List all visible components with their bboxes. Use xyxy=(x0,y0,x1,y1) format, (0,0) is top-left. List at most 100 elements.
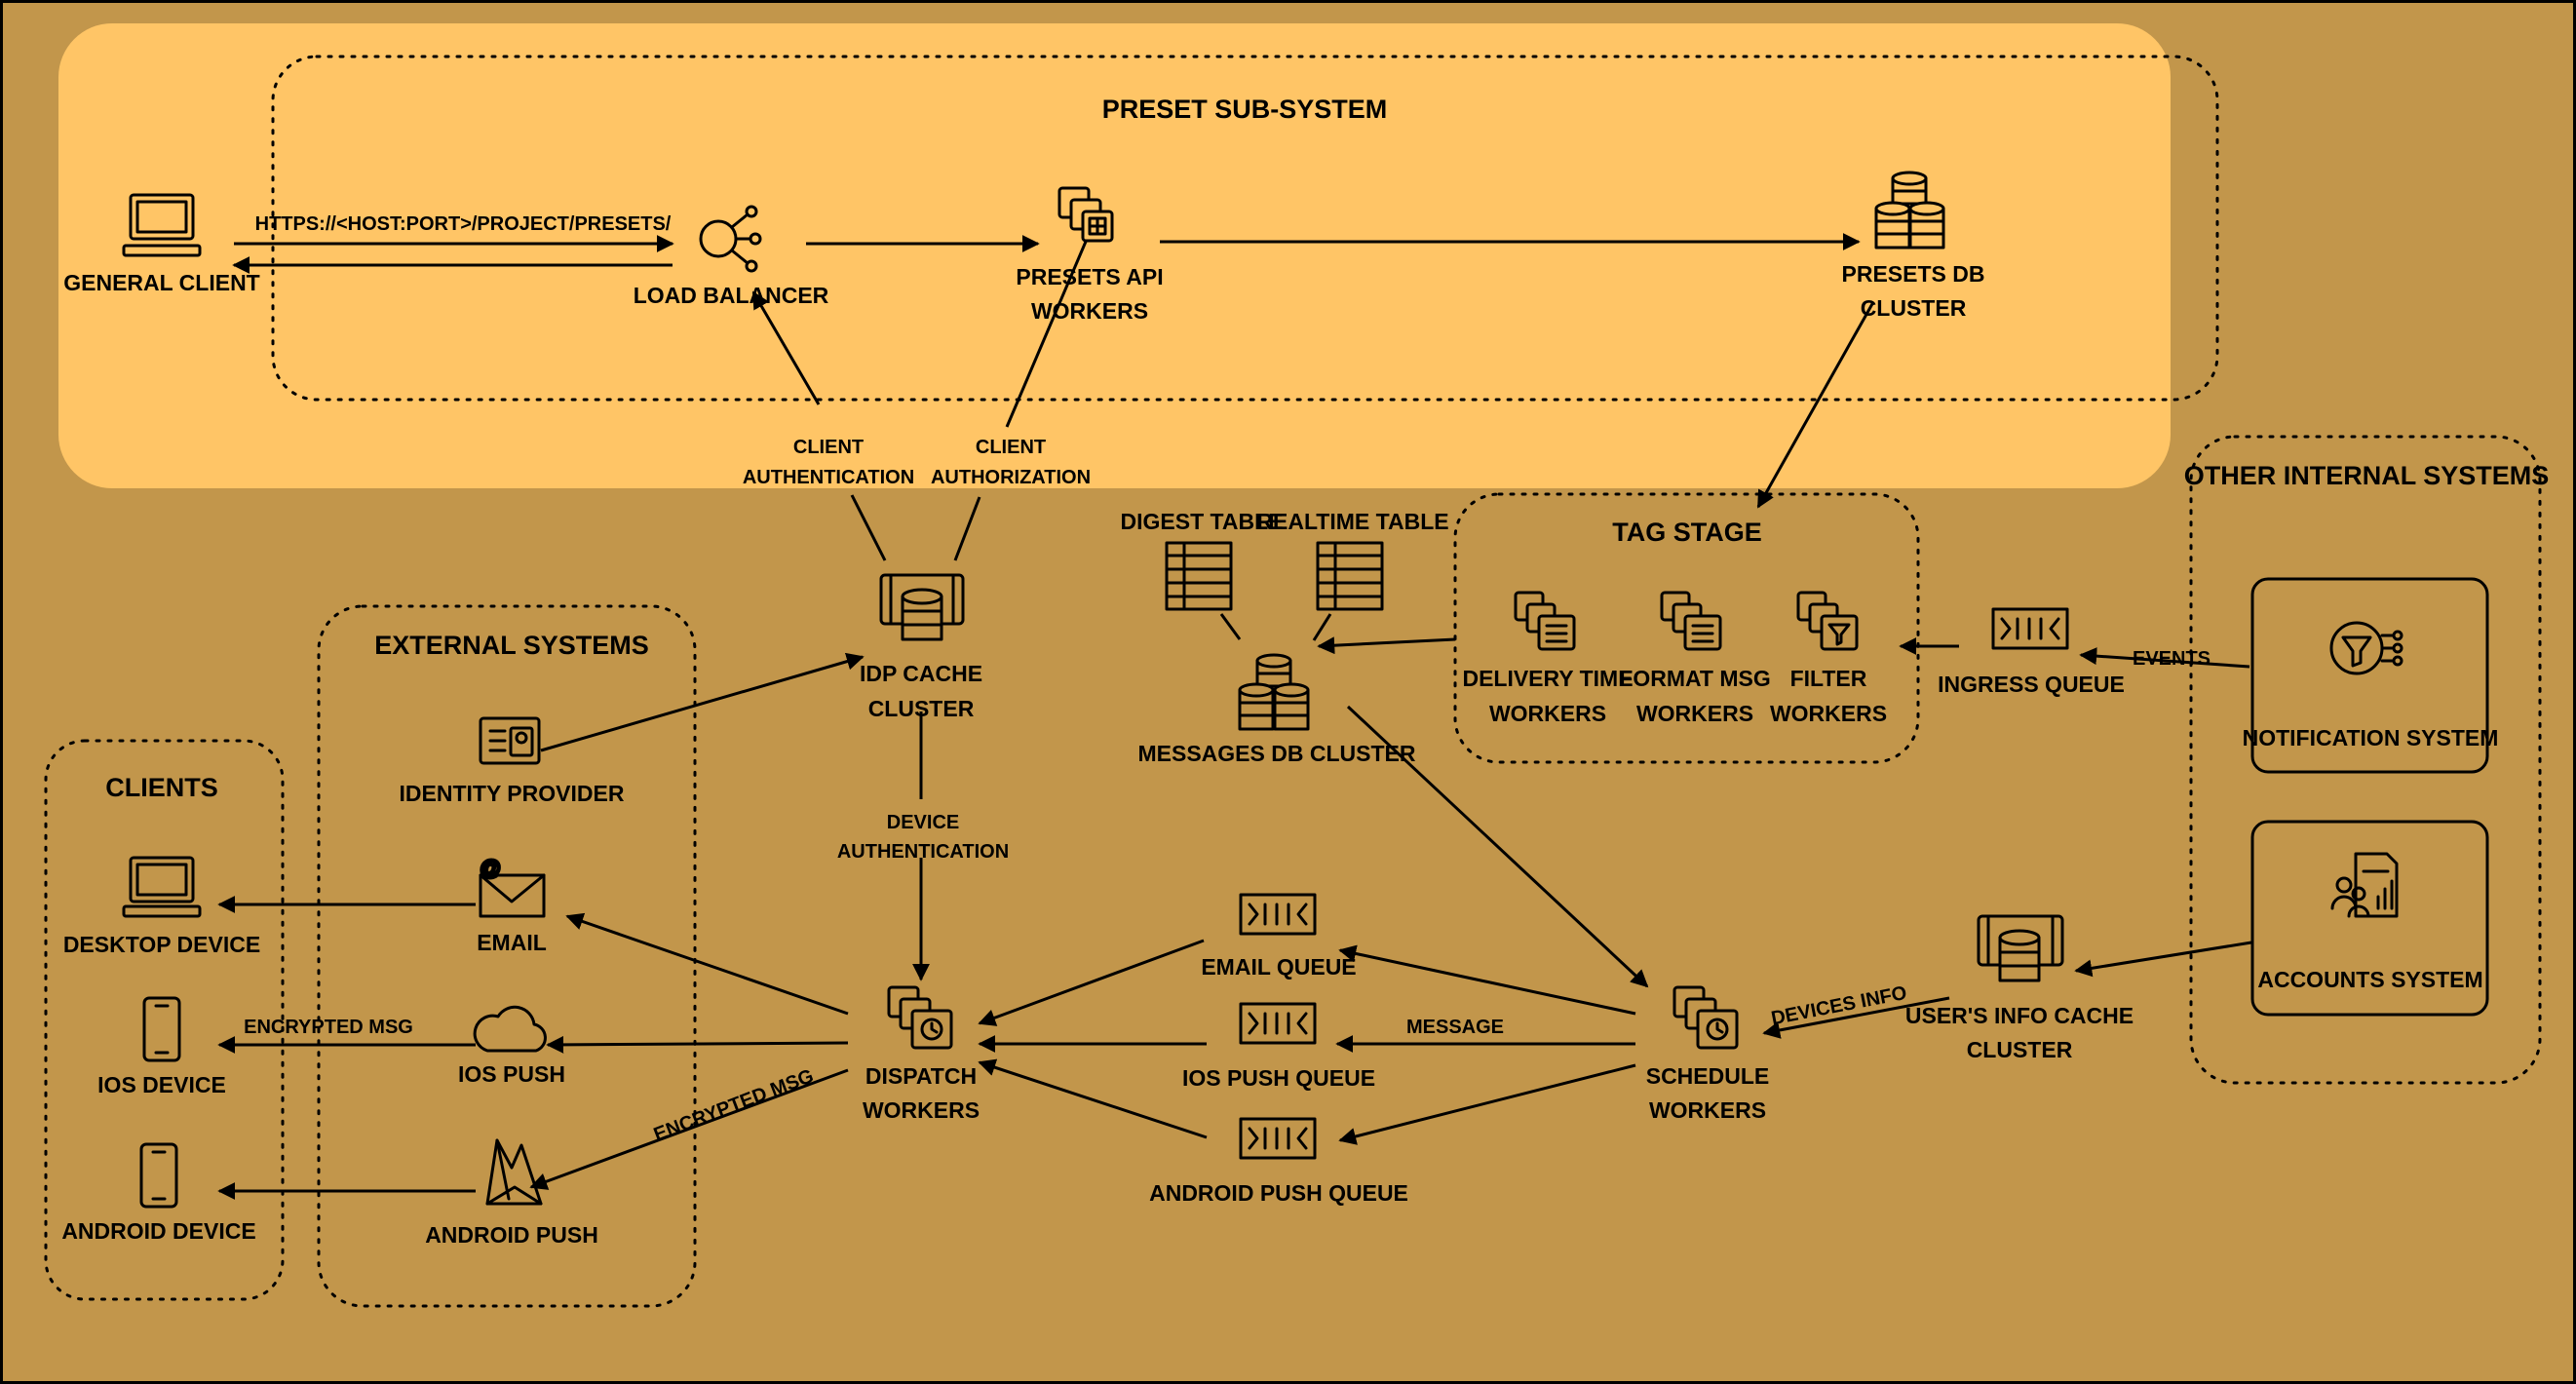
laptop-icon xyxy=(122,856,202,918)
workers-icon xyxy=(1057,186,1114,243)
load-balancer-node: LOAD BALANCER xyxy=(634,205,829,308)
edges xyxy=(217,214,2252,1200)
cloud-icon xyxy=(473,1005,547,1053)
client-authentication-label-1: CLIENT xyxy=(793,437,864,458)
presets-api-workers-node: PRESETS API WORKERS xyxy=(1016,186,1164,324)
users-info-label-1: USER'S INFO CACHE xyxy=(1905,1003,2134,1028)
workers-icon xyxy=(887,985,953,1050)
ingress-queue-label: INGRESS QUEUE xyxy=(1938,672,2125,697)
identity-provider-node: IDENTITY PROVIDER xyxy=(400,716,625,806)
preset-subsystem-title: PRESET SUB-SYSTEM xyxy=(1102,95,1388,124)
message-label: MESSAGE xyxy=(1406,1017,1504,1038)
realtime-table-label: REALTIME TABLE xyxy=(1256,509,1448,534)
external-systems-group xyxy=(317,604,697,1308)
email-label: EMAIL xyxy=(477,930,547,955)
smartphone-icon xyxy=(139,1142,178,1209)
load-balancer-label: LOAD BALANCER xyxy=(634,283,829,308)
laptop-icon xyxy=(122,193,202,257)
notification-system-box xyxy=(2250,577,2489,774)
encrypted-msg-ios-label: ENCRYPTED MSG xyxy=(244,1017,413,1038)
general-client-label: GENERAL CLIENT xyxy=(63,270,259,295)
clients-title: CLIENTS xyxy=(105,773,218,802)
database-cluster-icon xyxy=(1874,171,1945,250)
device-authentication-label-2: AUTHENTICATION xyxy=(837,841,1009,863)
email-queue-node: EMAIL QUEUE xyxy=(1201,893,1357,980)
ios-push-node: IOS PUSH xyxy=(458,1005,565,1087)
delivery-time-workers-node: DELIVERY TIME WORKERS xyxy=(1462,591,1634,726)
svg-text:@: @ xyxy=(480,856,501,880)
users-info-cache-cluster-node: USER'S INFO CACHE CLUSTER xyxy=(1905,914,2134,1062)
encrypted-msg-android-label: ENCRYPTED MSG xyxy=(651,1065,817,1146)
general-client-node: GENERAL CLIENT xyxy=(63,193,260,295)
id-card-icon xyxy=(479,716,541,765)
dispatch-label-1: DISPATCH xyxy=(865,1063,977,1089)
events-label: EVENTS xyxy=(2133,648,2211,670)
schedule-label-2: WORKERS xyxy=(1649,1097,1766,1123)
ios-push-queue-node: IOS PUSH QUEUE xyxy=(1182,1002,1375,1091)
workers-icon xyxy=(1796,591,1859,651)
presets-db-cluster-node: PRESETS DB CLUSTER xyxy=(1842,171,1985,321)
android-push-queue-label: ANDROID PUSH QUEUE xyxy=(1149,1180,1408,1206)
accounts-system-node: ACCOUNTS SYSTEM xyxy=(2250,820,2489,1017)
smartphone-icon xyxy=(142,996,181,1062)
presets-api-label-1: PRESETS API xyxy=(1016,264,1163,289)
digest-table-label: DIGEST TABLE xyxy=(1121,509,1284,534)
accounts-system-box xyxy=(2250,820,2489,1017)
queue-icon xyxy=(1239,1002,1317,1045)
queue-icon xyxy=(1239,1117,1317,1160)
cache-cluster-icon xyxy=(1977,914,2064,982)
notification-system-label: NOTIFICATION SYSTEM xyxy=(2243,725,2499,750)
filter-funnel-icon xyxy=(2329,621,2403,675)
android-push-queue-node: ANDROID PUSH QUEUE xyxy=(1149,1117,1408,1206)
workers-icon xyxy=(1660,591,1722,651)
other-internal-systems-title: OTHER INTERNAL SYSTEMS xyxy=(2184,461,2550,490)
delivery-time-label-1: DELIVERY TIME xyxy=(1462,666,1633,691)
accounts-system-label: ACCOUNTS SYSTEM xyxy=(2257,967,2482,992)
ios-push-queue-label: IOS PUSH QUEUE xyxy=(1182,1065,1375,1091)
delivery-time-label-2: WORKERS xyxy=(1489,701,1606,726)
queue-icon xyxy=(1239,893,1317,936)
ingress-queue-node: INGRESS QUEUE xyxy=(1938,607,2125,697)
firebase-icon xyxy=(485,1138,543,1206)
table-icon xyxy=(1165,541,1233,611)
https-url-label: HTTPS://<HOST:PORT>/PROJECT/PRESETS/ xyxy=(255,213,672,235)
devices-info-label: DEVICES INFO xyxy=(1769,982,1908,1030)
idp-cache-label-1: IDP CACHE xyxy=(860,661,982,686)
dispatch-label-2: WORKERS xyxy=(863,1097,980,1123)
ios-device-node: IOS DEVICE xyxy=(97,996,226,1097)
ios-device-label: IOS DEVICE xyxy=(97,1072,226,1097)
filter-label-1: FILTER xyxy=(1790,666,1867,691)
users-info-label-2: CLUSTER xyxy=(1967,1037,2073,1062)
desktop-device-label: DESKTOP DEVICE xyxy=(63,932,260,957)
user-report-icon xyxy=(2330,852,2399,918)
tag-stage-title: TAG STAGE xyxy=(1612,518,1762,547)
android-push-node: ANDROID PUSH xyxy=(425,1138,598,1248)
presets-db-label-1: PRESETS DB xyxy=(1842,261,1985,287)
android-device-label: ANDROID DEVICE xyxy=(61,1218,255,1244)
presets-db-label-2: CLUSTER xyxy=(1861,295,1967,321)
realtime-table-node: REALTIME TABLE xyxy=(1256,509,1449,611)
android-device-node: ANDROID DEVICE xyxy=(61,1142,256,1244)
format-msg-label-1: FORMAT MSG xyxy=(1619,666,1770,691)
format-msg-workers-node: FORMAT MSG WORKERS xyxy=(1619,591,1771,726)
database-cluster-icon xyxy=(1238,653,1310,731)
identity-provider-label: IDENTITY PROVIDER xyxy=(400,781,625,806)
notification-system-node: NOTIFICATION SYSTEM xyxy=(2243,577,2499,774)
other-internal-systems-group xyxy=(2189,435,2542,1085)
tag-stage-group xyxy=(1453,492,1920,764)
client-authentication-label-2: AUTHENTICATION xyxy=(743,467,914,488)
digest-table-node: DIGEST TABLE xyxy=(1121,509,1284,611)
workers-icon xyxy=(1514,591,1576,651)
messages-db-cluster-node: MESSAGES DB CLUSTER xyxy=(1138,653,1416,766)
load-balancer-icon xyxy=(699,205,762,273)
messages-db-label: MESSAGES DB CLUSTER xyxy=(1138,741,1416,766)
external-systems-title: EXTERNAL SYSTEMS xyxy=(374,631,649,660)
android-push-label: ANDROID PUSH xyxy=(425,1222,598,1248)
queue-icon xyxy=(1991,607,2069,650)
desktop-device-node: DESKTOP DEVICE xyxy=(63,856,260,957)
email-queue-label: EMAIL QUEUE xyxy=(1201,954,1356,980)
filter-workers-node: FILTER WORKERS xyxy=(1770,591,1887,726)
email-icon: @ xyxy=(479,855,546,918)
